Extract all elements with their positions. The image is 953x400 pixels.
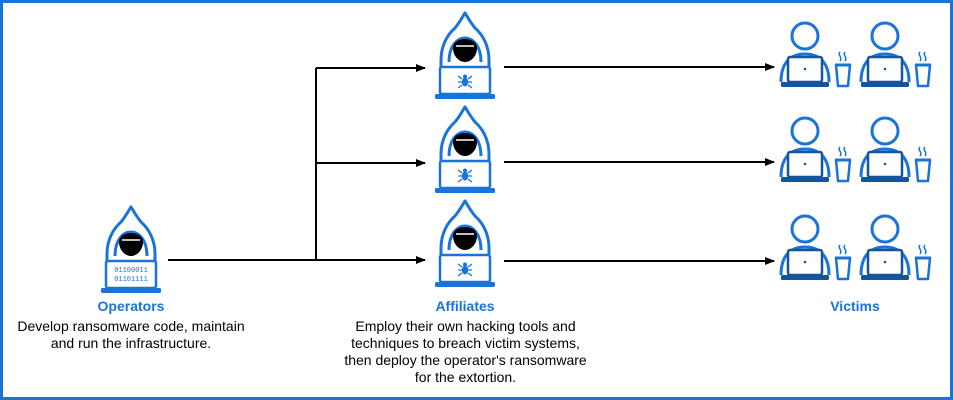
operator-code-line-1: 01100011: [114, 267, 148, 275]
operators-description: Develop ransomware code, maintain and ru…: [17, 318, 245, 351]
victim-icon-2-1: [779, 116, 853, 184]
affiliate-hacker-icon-3: [433, 199, 497, 289]
affiliate-hacker-icon-2: [433, 105, 497, 195]
victim-icon-3-1: [779, 214, 853, 282]
victim-icon-1-1: [779, 21, 853, 89]
victim-icon-3-2: [859, 214, 933, 282]
operator-hacker-icon: 01100011 01101111: [99, 205, 163, 295]
affiliates-title: Affiliates: [435, 298, 495, 314]
operator-code-line-2: 01101111: [114, 276, 148, 284]
affiliate-hacker-icon-1: [433, 11, 497, 101]
connectors: [168, 63, 775, 265]
affiliates-description: Employ their own hacking tools and techn…: [344, 318, 587, 385]
victims-title: Victims: [830, 298, 880, 314]
operators-title: Operators: [97, 298, 165, 314]
victim-icon-1-2: [859, 21, 933, 89]
victim-icon-2-2: [859, 116, 933, 184]
